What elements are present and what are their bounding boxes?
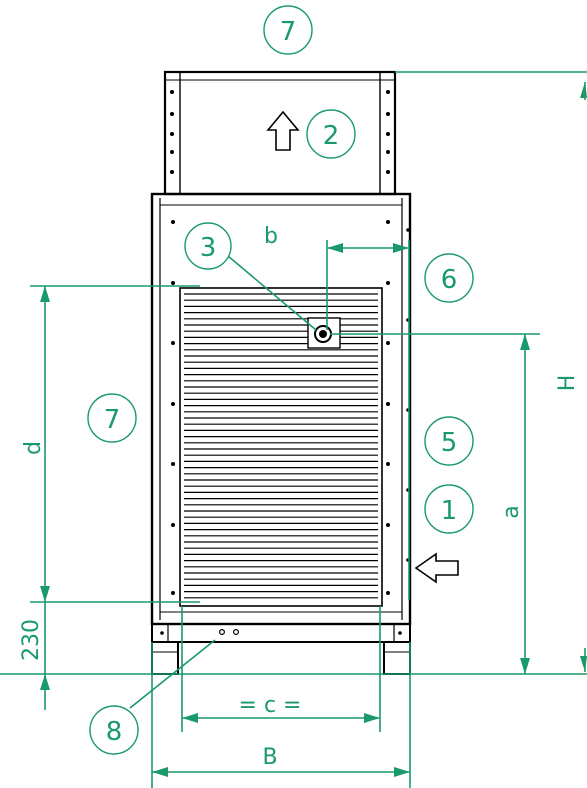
main-cabinet — [150, 192, 412, 626]
callout-6: 6 — [424, 253, 474, 303]
dim-a-label: a — [499, 505, 524, 518]
callout-2: 2 — [306, 109, 356, 159]
callout-7-left: 7 — [87, 393, 137, 443]
dim-c-label: = c = — [239, 693, 302, 718]
dim-d-label: d — [21, 441, 46, 455]
svg-text:5: 5 — [441, 428, 458, 458]
dim-230-label: 230 — [19, 619, 44, 661]
callout-1: 1 — [424, 484, 474, 534]
air-outlet-arrow-icon — [266, 110, 300, 151]
callout-3: 3 — [184, 222, 232, 270]
sensor-component — [307, 317, 341, 349]
svg-text:3: 3 — [200, 233, 217, 263]
front-grille — [179, 287, 383, 607]
dimension-lines — [0, 71, 587, 788]
base-plinth — [151, 623, 411, 675]
air-inlet-arrow-icon — [414, 552, 459, 584]
callout-7-top: 7 — [263, 5, 313, 55]
svg-text:1: 1 — [441, 496, 458, 526]
svg-text:7: 7 — [104, 405, 121, 435]
callout-5: 5 — [424, 416, 474, 466]
dim-h-label: H — [555, 375, 580, 392]
svg-text:8: 8 — [106, 717, 123, 747]
dim-b-label: b — [264, 224, 278, 249]
svg-text:7: 7 — [280, 17, 297, 47]
svg-text:6: 6 — [441, 265, 458, 295]
svg-text:2: 2 — [323, 121, 340, 151]
dim-B-label: B — [262, 745, 277, 770]
callout-8: 8 — [89, 705, 139, 755]
